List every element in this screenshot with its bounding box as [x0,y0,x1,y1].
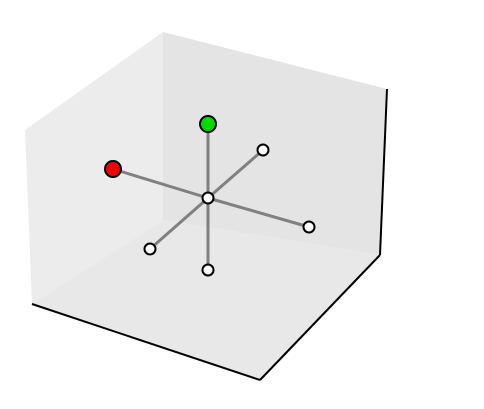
connector-back-right [206,148,265,200]
connector-lines [111,122,311,272]
node-lower-left [143,242,157,256]
node-back-right [256,143,270,157]
left-wall-panel [25,32,163,304]
connector-lower-left [148,196,210,251]
node-center [201,191,215,205]
x-axis-edge [31,303,261,381]
node-left-upper [104,160,122,178]
floor-panel [32,220,380,380]
y-axis-edge [259,254,381,381]
node-top [199,115,217,133]
connector-right [206,196,311,229]
nodes [104,115,316,277]
node-bottom [201,263,215,277]
z-axis-edge [379,88,388,256]
connector-left-upper [111,167,210,200]
node-right [302,220,316,234]
back-wall-panel [163,32,387,255]
